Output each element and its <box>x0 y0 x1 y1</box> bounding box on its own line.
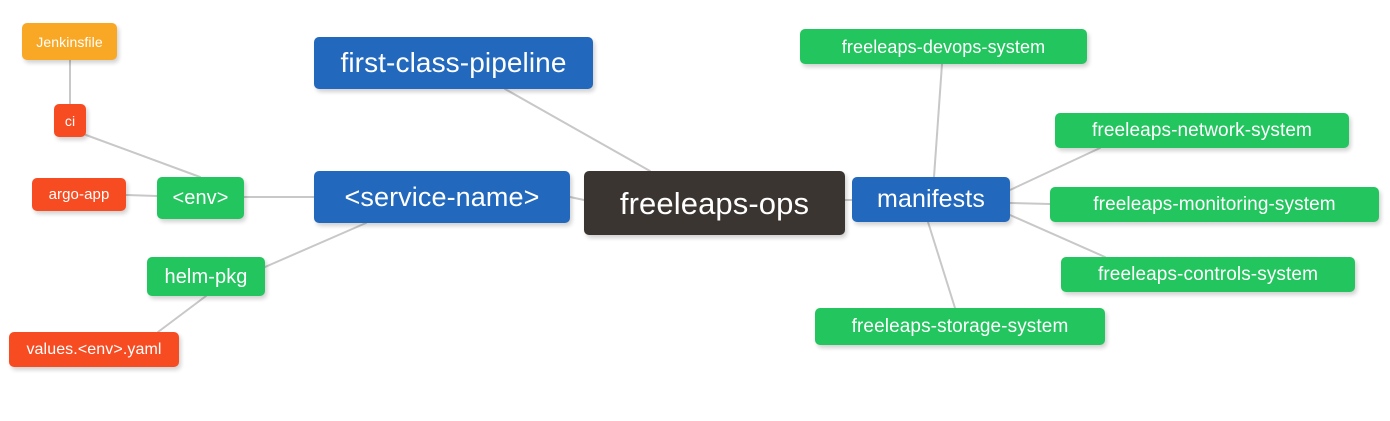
mindmap-node-first-class-pipeline[interactable]: first-class-pipeline <box>314 37 593 89</box>
mindmap-node-jenkinsfile[interactable]: Jenkinsfile <box>22 23 117 60</box>
mindmap-node-label: argo-app <box>48 186 110 203</box>
mindmap-node-label: freeleaps-storage-system <box>851 316 1069 337</box>
mindmap-node-manifests[interactable]: manifests <box>852 177 1010 222</box>
mindmap-edge <box>927 221 956 309</box>
mindmap-node-freeleaps-monitoring-system[interactable]: freeleaps-monitoring-system <box>1050 187 1379 222</box>
mindmap-node-freeleaps-ops[interactable]: freeleaps-ops <box>584 171 845 235</box>
mindmap-edge <box>157 295 207 333</box>
mindmap-node-label: manifests <box>877 185 985 213</box>
mindmap-edge <box>125 194 158 197</box>
mindmap-node-label: freeleaps-monitoring-system <box>1093 194 1336 215</box>
mindmap-node-label: <env> <box>172 187 229 209</box>
mindmap-edge <box>264 222 367 268</box>
mindmap-node-env[interactable]: <env> <box>157 177 244 219</box>
mindmap-node-label: ci <box>64 112 76 129</box>
mindmap-edge <box>1009 147 1101 191</box>
mindmap-node-freeleaps-controls-system[interactable]: freeleaps-controls-system <box>1061 257 1355 292</box>
mindmap-node-freeleaps-storage-system[interactable]: freeleaps-storage-system <box>815 308 1105 345</box>
mindmap-node-label: <service-name> <box>344 181 540 212</box>
mindmap-node-label: freeleaps-network-system <box>1092 120 1312 141</box>
mindmap-edge <box>933 63 943 178</box>
mindmap-edge <box>504 88 651 172</box>
mindmap-node-label: freeleaps-devops-system <box>841 36 1046 57</box>
mindmap-node-label: first-class-pipeline <box>340 47 567 78</box>
mindmap-edge <box>85 134 201 178</box>
mindmap-edge <box>569 196 585 201</box>
mindmap-node-freeleaps-network-system[interactable]: freeleaps-network-system <box>1055 113 1349 148</box>
mindmap-node-service-name[interactable]: <service-name> <box>314 171 570 223</box>
mindmap-node-label: Jenkinsfile <box>36 33 103 50</box>
mindmap-node-label: freeleaps-ops <box>619 185 810 221</box>
mindmap-edge <box>1009 202 1051 205</box>
mindmap-node-label: values.<env>.yaml <box>26 340 162 358</box>
mindmap-node-helm-pkg[interactable]: helm-pkg <box>147 257 265 296</box>
mindmap-node-argo-app[interactable]: argo-app <box>32 178 126 211</box>
mindmap-node-freeleaps-devops-system[interactable]: freeleaps-devops-system <box>800 29 1087 64</box>
mindmap-node-ci[interactable]: ci <box>54 104 86 137</box>
mindmap-node-label: freeleaps-controls-system <box>1097 264 1319 285</box>
mindmap-node-values-yaml[interactable]: values.<env>.yaml <box>9 332 179 367</box>
mindmap-node-label: helm-pkg <box>164 265 248 288</box>
